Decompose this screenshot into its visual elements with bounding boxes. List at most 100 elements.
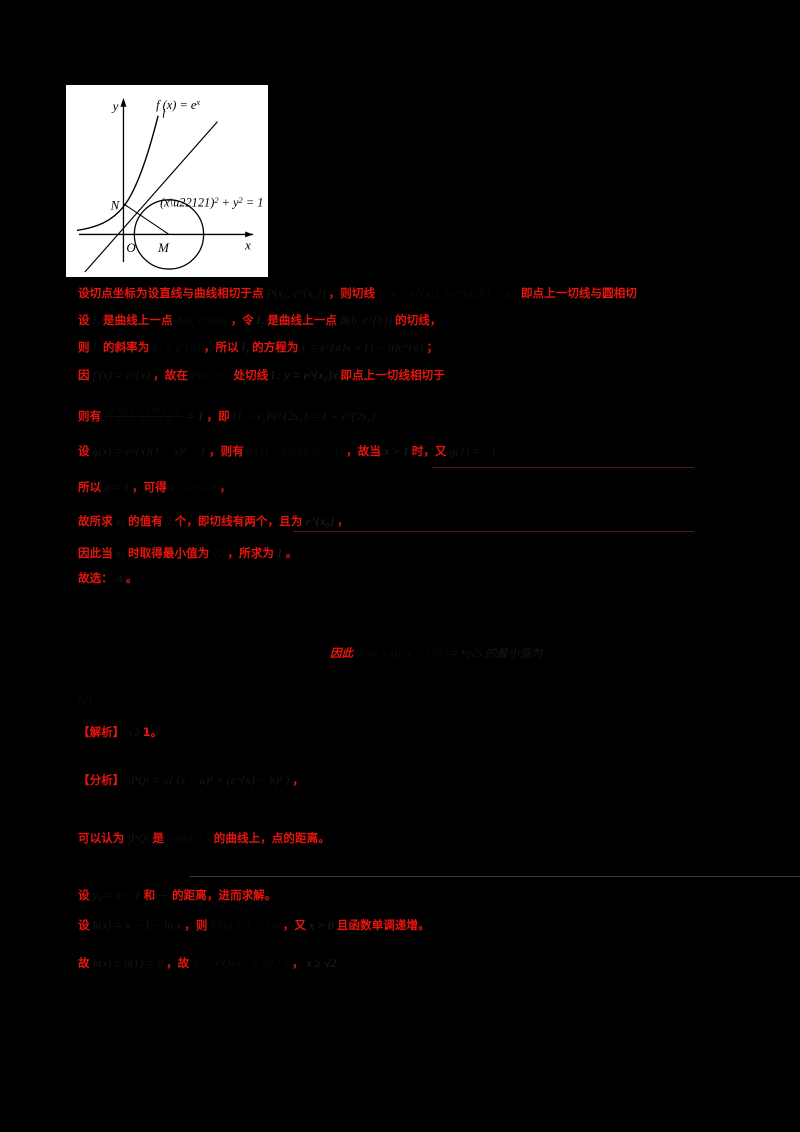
chinese-text-run: 可以认为 <box>78 831 125 845</box>
chinese-text-run: 个，即切线有两个，且为 <box>174 514 303 528</box>
chinese-text-run: 处切线 <box>233 368 269 382</box>
solution2-line-m1: 【解析】 √2 1。 <box>78 725 163 740</box>
math-expression-run: √2 <box>212 548 225 560</box>
chinese-text-run: 1。 <box>142 725 163 739</box>
chinese-text-run: 且函数单调递增。 <box>336 918 430 932</box>
math-expression-run: y = e^{a}x + (1 − a)e^{a} <box>301 342 424 354</box>
chinese-text-run: 设 <box>78 444 90 458</box>
chinese-text-run: ， <box>291 956 304 970</box>
chinese-text-run: 则 <box>78 340 90 354</box>
chinese-text-run: 设 <box>78 313 90 327</box>
horizontal-rule-r3 <box>190 876 800 877</box>
figure-x-label: x <box>244 238 251 252</box>
math-expression-run: l₁ <box>241 342 250 354</box>
chinese-text-run: 的方程为 <box>252 340 299 354</box>
math-expression-run: k = e¹ = e <box>169 482 217 494</box>
chinese-text-run: 因此当 <box>78 546 113 560</box>
math-expression-run: x > 1 <box>383 446 409 458</box>
part-2-label: (2) <box>78 694 92 706</box>
chinese-text-run: 的曲线上，点的距离。 <box>213 831 330 845</box>
solution2-line-m5: 设 h(x) = x − 1 − ln x ，则 h′(x) = 1 − 1/x… <box>78 918 430 933</box>
math-expression-run: y₀ = x − 1 <box>92 890 141 903</box>
chinese-text-run: 故所求 <box>78 514 113 528</box>
chinese-text-run: ，所以 <box>203 340 239 354</box>
exponential-circle-tangent-diagram: y x N O M l f (x) = ex (x\u22121)2 + y2 … <box>76 98 263 273</box>
figure-origin-label: O <box>126 241 135 255</box>
math-expression-run: 2 <box>165 516 172 528</box>
math-expression-run: k₁ = e^{a} <box>152 342 201 354</box>
math-expression-run: g(x) = e^{x}(1 − x)² − 1 <box>92 446 207 458</box>
chinese-text-run: ，故 <box>166 956 190 970</box>
chinese-text-run: ，所求为 <box>227 546 274 560</box>
horizontal-rule-r1 <box>432 467 694 468</box>
chinese-text-run: ，故在 <box>153 368 188 382</box>
chinese-text-run: 和 <box>143 888 156 903</box>
solution-line-l1: 设切点坐标为设直线与曲线相切于点 P(x₀, e^{x₀}) ，则切线 l : … <box>78 286 637 301</box>
math-expression-run: √2 <box>127 727 140 739</box>
math-expression-run: l : y − e^{x₀} = e^{x₀}(x − x₀) <box>378 288 518 300</box>
math-expression-run: x > 0 <box>309 920 334 932</box>
chinese-text-run: ， <box>292 773 304 787</box>
fraction-denominator: x <box>161 895 166 907</box>
chinese-text-run: 的切线， <box>395 313 442 327</box>
math-expression-run: f′(x) = e^{x} <box>92 370 151 382</box>
chinese-text-run: ，则切线 <box>328 286 376 300</box>
chinese-text-run: 故选： <box>78 571 113 585</box>
math-expression-run: = 1 <box>186 411 204 424</box>
chinese-text-run: 是曲线上一点 <box>267 313 337 327</box>
chinese-text-run: 。 <box>125 571 138 585</box>
math-expression-run: B(b, e^{b}) <box>339 315 393 327</box>
chinese-text-run: ，令 <box>230 313 254 327</box>
math-expression-run: l : y = e^{x₀}x <box>271 370 338 382</box>
chinese-text-run: 故 <box>78 956 90 970</box>
chinese-text-run: ，可得 <box>132 480 167 494</box>
chinese-text-run: 即点上一切线与圆相切 <box>520 286 637 300</box>
chinese-text-run: 即点上一切线相切于 <box>340 368 445 382</box>
fraction-numerator: 1 <box>159 884 169 897</box>
figure-circle-equation-label: (x\u22121)2 + y2 = 1 <box>160 196 263 210</box>
math-expression-run: g(1) = −1 <box>449 446 497 458</box>
solution-line-l4: 因 f′(x) = e^{x} ，故在 P(x₀, y₀) 处切线 l : y … <box>78 368 445 383</box>
math-expression-run: e^{x} − x <box>167 833 211 845</box>
chinese-text-run: 设 <box>78 918 90 932</box>
chinese-text-run: 是曲线上一点 <box>102 313 173 327</box>
display-equation-row: 因此 √( x² + (ln x − ½)² ) = ½√5 的最小值为 <box>330 645 542 661</box>
chinese-text-run: 设切点坐标为设直线与曲线相切于点 <box>78 286 264 300</box>
math-expression-run: l₁ <box>92 342 100 354</box>
fraction: |e^{x₀} − x₀e^{x₀}|√(1 + e^{2x₀}) <box>105 405 183 428</box>
fraction-denominator: √(1 + e^{2x₀}) <box>115 416 173 428</box>
math-expression-run: h(x) = x − 1 − ln x <box>92 920 182 932</box>
solution-line-l5: 则有 |e^{x₀} − x₀e^{x₀}|√(1 + e^{2x₀}) = 1… <box>78 405 376 428</box>
chinese-text-run: ， <box>219 480 232 494</box>
chinese-text-run: 设 <box>78 888 90 903</box>
math-expression-run: x₀ <box>115 548 126 560</box>
solution-line-l10: 故选： A 。 <box>78 571 138 586</box>
figure-curve-label: f (x) = ex <box>156 98 200 112</box>
math-expression-run: A <box>115 573 123 585</box>
chinese-text-run: 时，又 <box>411 444 447 458</box>
display-equation-suffix: = ½√5 的最小值为 <box>450 648 543 660</box>
math-expression-run: x = 1 <box>104 482 130 494</box>
solution-line-l9: 因此当 x₀ 时取得最小值为 √2 ，所求为 1 。 <box>78 546 297 561</box>
math-expression-run: l₂ <box>256 315 265 327</box>
math-expression-run: A(a, e^{a}) <box>175 315 228 327</box>
chinese-text-run: 的值有 <box>128 514 163 528</box>
math-expression-run: P(x₀, e^{x₀}) <box>266 288 326 300</box>
chinese-text-run: ，又 <box>282 918 307 932</box>
chinese-text-run: ，即 <box>206 409 230 424</box>
chinese-text-run: 的斜率为 <box>102 340 150 354</box>
math-expression-run: e^{x₀} <box>305 516 335 528</box>
horizontal-rule-r2 <box>293 531 694 532</box>
math-expression-run: 1 <box>276 548 283 560</box>
math-expression-run: g′(x) = e^{x}(x² − 1) <box>246 446 344 458</box>
chinese-text-run: ，则有 <box>209 444 244 458</box>
display-equation-body: √( x² + (ln x − ½)² ) <box>353 648 451 660</box>
solution-line-l7: 所以 x = 1 ，可得 k = e¹ = e ， <box>78 480 232 495</box>
math-expression-run: h′(x) = 1 − 1/x <box>210 920 280 932</box>
chinese-text-run: ，则 <box>184 918 208 932</box>
chinese-text-run: ； <box>426 340 439 354</box>
chinese-text-run: ，故当 <box>346 444 381 458</box>
chinese-text-run: 则有 <box>78 409 102 424</box>
